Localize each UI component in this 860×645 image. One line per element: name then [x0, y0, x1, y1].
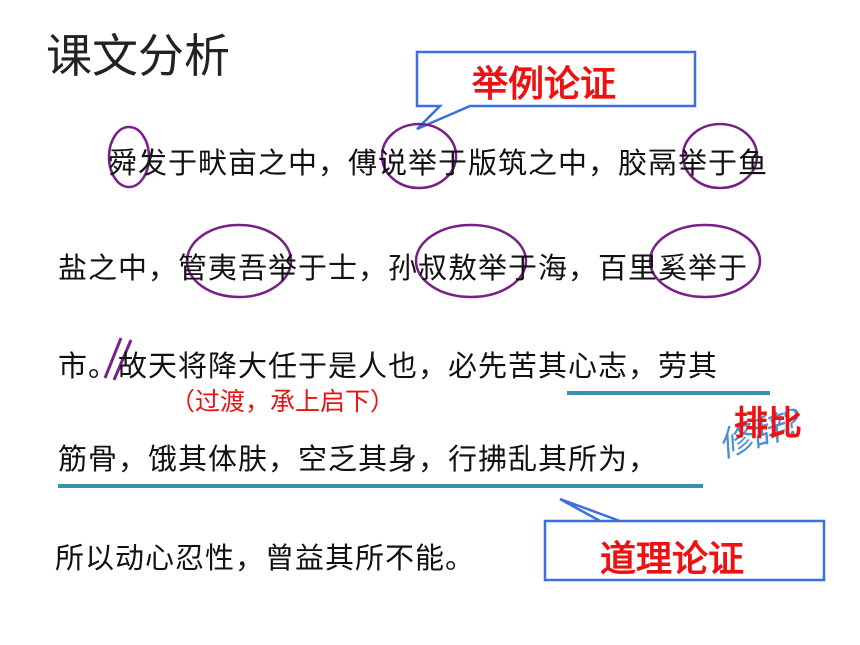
transition-slash-2	[112, 339, 133, 381]
callout-reason-box	[543, 497, 826, 582]
transition-slash-1	[103, 337, 123, 379]
circle-shun	[107, 125, 151, 189]
circle-fu-yue	[380, 122, 458, 190]
transition-note: （过渡，承上启下）	[170, 387, 396, 416]
rhetoric-answer: 排比	[734, 404, 802, 444]
callout-reason-label: 道理论证	[600, 539, 745, 580]
circle-baili-xi	[648, 223, 762, 299]
circle-jiao-ge	[681, 122, 759, 190]
text-line-2: 盐之中，管夷吾举于士，孙叔敖举于海，百里奚举于	[58, 251, 749, 285]
circle-sun-shu-ao	[414, 223, 528, 299]
callout-example-label: 举例论证	[472, 64, 617, 105]
callout-example-box	[415, 50, 697, 131]
text-line-3: 市。故天将降大任于是人也，必先苦其心志，劳其	[58, 349, 719, 383]
text-line-5: 所以动心忍性，曾益其所不能。	[55, 541, 476, 575]
text-line-4: 筋骨，饿其体肤，空乏其身，行拂乱其所为，	[58, 442, 659, 476]
text-line-1: 舜发于畎亩之中，傅说举于版筑之中，胶鬲举于鱼	[108, 146, 769, 180]
slide-title: 课文分析	[46, 29, 230, 83]
circle-guan-yi-wu	[185, 223, 293, 299]
